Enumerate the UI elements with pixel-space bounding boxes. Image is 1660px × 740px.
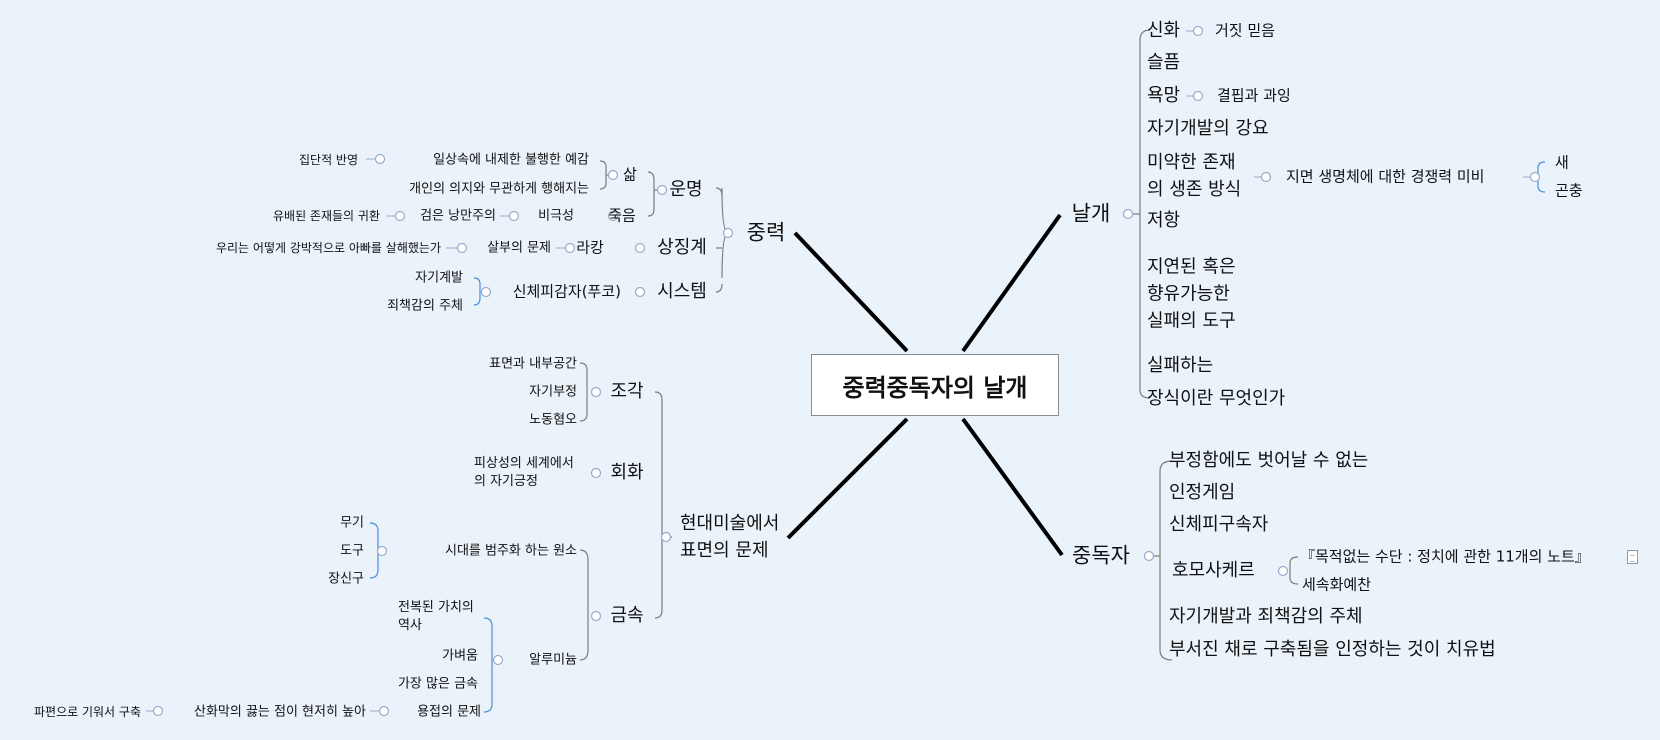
topic-self-dev-coercion[interactable]: 자기개발의 강요 [1147, 118, 1269, 139]
topic-premonition[interactable]: 일상속에 내제한 불행한 예감 [433, 152, 589, 168]
topic-resistance[interactable]: 저항 [1147, 210, 1181, 231]
topic-fate[interactable]: 운명 [669, 179, 703, 200]
topic-bird[interactable]: 새 [1555, 153, 1569, 172]
topic-broken-healing[interactable]: 부서진 채로 구축됨을 인정하는 것이 치유법 [1169, 639, 1496, 660]
topic-patched-fragments[interactable]: 파편으로 기워서 구축 [34, 705, 141, 719]
topic-inescapable[interactable]: 부정함에도 벗어날 수 없는 [1169, 450, 1369, 471]
topic-means-without-end[interactable]: 『목적없는 수단 : 정치에 관한 11개의 노트』 [1300, 547, 1590, 566]
topic-surface-interior[interactable]: 표면과 내부공간 [489, 356, 577, 372]
topic-weapon[interactable]: 무기 [340, 515, 364, 531]
topic-life[interactable]: 삶 [623, 165, 637, 184]
topic-oxide-boiling-point[interactable]: 산화막의 끓는 점이 현저히 높아 [193, 704, 366, 720]
topic-weak-survival[interactable]: 미약한 존재의 생존 방식 [1147, 152, 1242, 200]
topic-homo-sacer[interactable]: 호모사케르 [1172, 560, 1255, 581]
topic-sorrow[interactable]: 슬픔 [1147, 52, 1181, 73]
topic-death[interactable]: 죽음 [608, 206, 636, 225]
topic-ground-competitiveness[interactable]: 지면 생명체에 대한 경쟁력 미비 [1286, 167, 1485, 186]
topic-false-belief[interactable]: 거짓 믿음 [1215, 21, 1275, 40]
topic-painting[interactable]: 회화 [610, 462, 644, 483]
topic-self-negation[interactable]: 자기부정 [529, 384, 577, 400]
topic-sculpture[interactable]: 조각 [610, 381, 644, 402]
topic-insect[interactable]: 곤충 [1555, 181, 1583, 200]
topic-exile-return[interactable]: 유배된 존재들의 귀환 [273, 209, 380, 223]
topic-guilt-subject[interactable]: 죄책감의 주체 [387, 298, 463, 314]
topic-failing[interactable]: 실패하는 [1147, 355, 1214, 376]
topic-parricide-question[interactable]: 우리는 어떻게 강박적으로 아빠를 살해했는가 [215, 241, 441, 255]
topic-addict[interactable]: 중독자 [1072, 543, 1130, 568]
line-to-gravity [793, 231, 909, 353]
topic-body-subject[interactable]: 신체피감자(푸코) [512, 282, 621, 301]
topic-most-abundant-metal[interactable]: 가장 많은 금속 [397, 676, 478, 692]
topic-parricide[interactable]: 살부의 문제 [487, 240, 551, 256]
topic-myth[interactable]: 신화 [1147, 20, 1181, 41]
collapse-toggles [152, 25, 1541, 717]
topic-profanations[interactable]: 세속화예찬 [1302, 575, 1372, 594]
topic-lack-excess[interactable]: 결핍과 과잉 [1217, 86, 1291, 105]
toggle-stubs [146, 30, 1531, 712]
topic-symbolic[interactable]: 상징계 [657, 237, 707, 258]
topic-unrelated[interactable]: 개인의 의지와 무관하게 행해지는 [409, 181, 589, 197]
topic-labor-aversion[interactable]: 노동혐오 [529, 412, 577, 428]
line-to-wings [961, 213, 1062, 353]
topic-welding[interactable]: 용접의 문제 [417, 704, 481, 720]
topic-modern-art-surface[interactable]: 현대미술에서 표면의 문제 [680, 513, 780, 561]
topic-overturned-values[interactable]: 전복된 가치의 역사 [398, 600, 474, 633]
line-to-addict [961, 417, 1064, 557]
topic-collective[interactable]: 집단적 반영 [298, 153, 358, 167]
topic-ornament-accessory[interactable]: 장신구 [328, 571, 364, 587]
topic-black-romanticism[interactable]: 검은 낭만주의 [420, 208, 496, 224]
topic-metal[interactable]: 금속 [610, 605, 644, 626]
topic-superficial-self-affirmation[interactable]: 피상성의 세계에서의 자기긍정 [474, 456, 574, 489]
topic-bound-body[interactable]: 신체피구속자 [1169, 514, 1269, 535]
line-to-art [786, 417, 909, 540]
central-topic[interactable]: 중력중독자의 날개 [811, 354, 1059, 416]
note-icon[interactable] [1627, 550, 1638, 564]
topic-recognition-game[interactable]: 인정게임 [1169, 482, 1236, 503]
topic-lightness[interactable]: 가벼움 [442, 648, 478, 664]
topic-tragedy[interactable]: 비극성 [538, 208, 574, 224]
topic-era-elements[interactable]: 시대를 범주화 하는 원소 [445, 543, 577, 559]
topic-what-is-ornament[interactable]: 장식이란 무엇인가 [1147, 388, 1286, 409]
topic-wings[interactable]: 날개 [1071, 201, 1111, 226]
topic-lacan[interactable]: 라캉 [576, 238, 604, 257]
topic-aluminum[interactable]: 알루미늄 [529, 652, 577, 668]
topic-self-dev-guilt[interactable]: 자기개발과 죄책감의 주체 [1169, 606, 1363, 627]
topic-desire[interactable]: 욕망 [1147, 85, 1181, 106]
topic-gravity[interactable]: 중력 [746, 220, 786, 245]
topic-self-development[interactable]: 자기계발 [415, 270, 463, 286]
topic-tool[interactable]: 도구 [340, 543, 364, 559]
topic-system[interactable]: 시스템 [657, 281, 707, 302]
main-branch-lines [786, 213, 1064, 557]
topic-delayed-failure-tool[interactable]: 지연된 혹은 향유가능한 실패의 도구 [1147, 256, 1236, 332]
